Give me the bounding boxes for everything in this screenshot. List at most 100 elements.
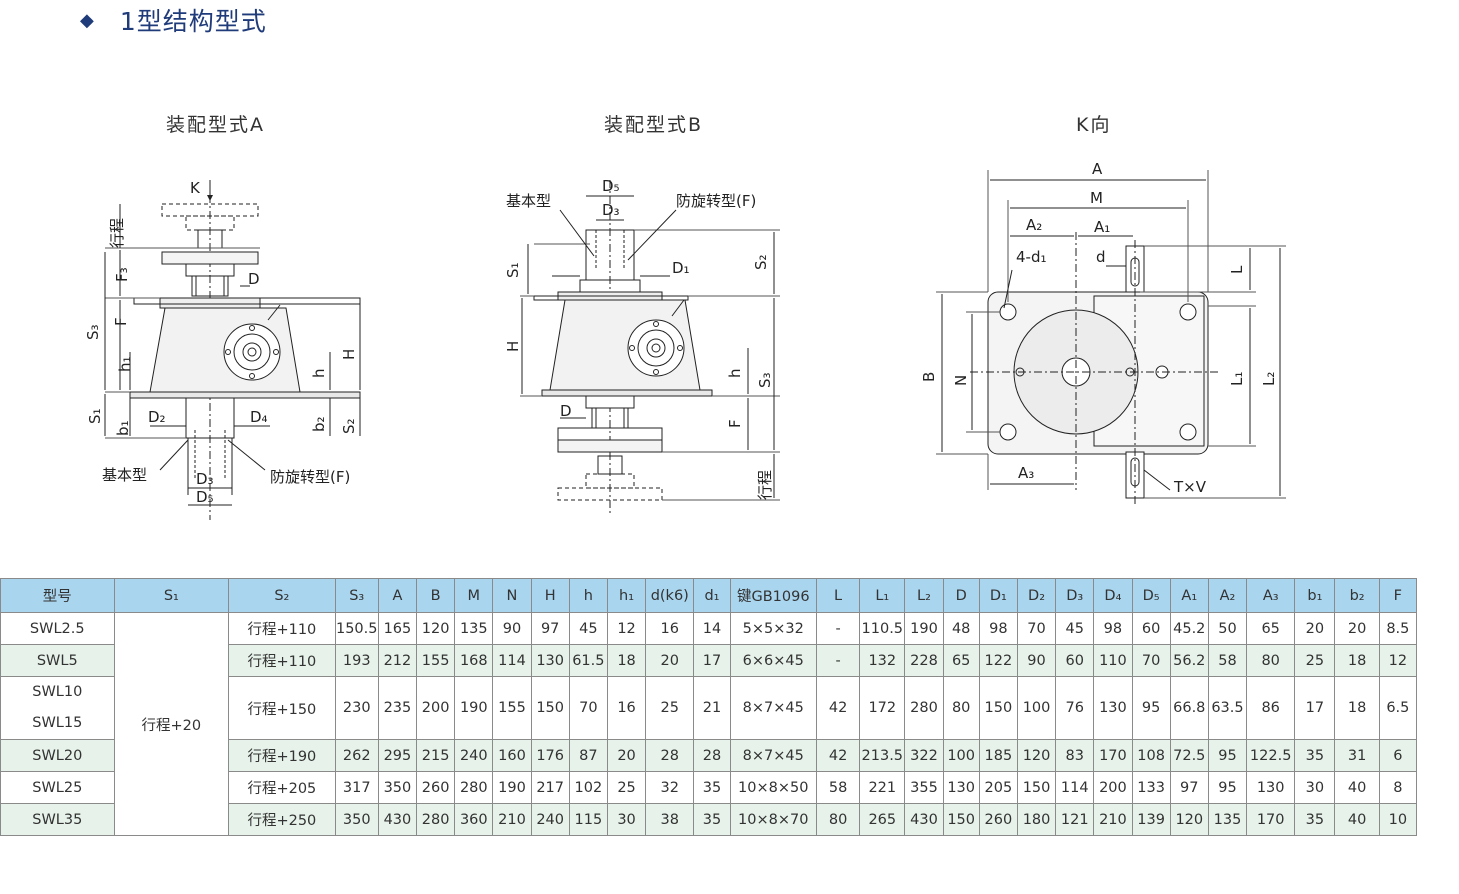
table-cell: 200 xyxy=(416,676,456,740)
column-header: A xyxy=(377,578,418,613)
label-a-d4: D₄ xyxy=(250,408,268,426)
table-cell: 95 xyxy=(1207,771,1248,804)
table-cell: 行程+250 xyxy=(228,803,336,836)
label-b-s1: S₁ xyxy=(504,262,522,278)
label-b-s3: S₃ xyxy=(756,372,774,388)
table-cell: 61.5 xyxy=(568,644,608,677)
table-cell: 28 xyxy=(693,739,731,772)
table-cell: 100 xyxy=(942,739,980,772)
table-cell: 355 xyxy=(904,771,944,804)
table-cell: 21 xyxy=(693,676,731,740)
table-cell: 87 xyxy=(568,739,608,772)
table-cell: 430 xyxy=(377,803,418,836)
caption-assembly-a: 装配型式A xyxy=(166,114,265,136)
table-cell: 行程+110 xyxy=(228,612,336,645)
label-a-d: D xyxy=(248,270,260,288)
table-cell: 20 xyxy=(1294,612,1336,645)
label-b-stroke: 行程 xyxy=(756,470,774,500)
table-cell: 42 xyxy=(815,739,861,772)
table-cell: 135 xyxy=(1207,803,1248,836)
label-a-basic: 基本型 xyxy=(102,466,147,484)
label-k-a: A xyxy=(1092,160,1103,178)
column-header: L₂ xyxy=(904,578,944,613)
table-cell: 215 xyxy=(416,739,456,772)
table-cell: 95 xyxy=(1131,676,1171,740)
table-cell: 120 xyxy=(1169,803,1209,836)
table-cell: 8×7×45 xyxy=(729,739,817,772)
label-a-anti: 防旋转型(F) xyxy=(270,468,350,486)
table-cell: 115 xyxy=(568,803,608,836)
labels-assembly-a: K 行程 F₃ D F S₃ H h₁ h S₁ b₁ D₂ D₄ b₂ S₂ … xyxy=(84,179,358,506)
label-b-d1: D₁ xyxy=(672,259,690,277)
table-cell: 25 xyxy=(606,771,647,804)
label-k-a2: A₂ xyxy=(1026,216,1042,234)
table-cell: 190 xyxy=(454,676,494,740)
table-cell: 190 xyxy=(904,612,944,645)
table-cell: 17 xyxy=(693,644,731,677)
table-cell: 14 xyxy=(693,612,731,645)
table-cell: 170 xyxy=(1093,739,1133,772)
table-cell: 65 xyxy=(942,644,980,677)
table-cell: 150 xyxy=(978,676,1018,740)
column-header: N xyxy=(492,578,532,613)
table-cell: 190 xyxy=(492,771,532,804)
diamond-bullet-icon: ◆ xyxy=(80,9,94,31)
label-a-b1: b₁ xyxy=(114,420,132,436)
column-header: h xyxy=(568,578,608,613)
table-cell: - xyxy=(815,644,861,677)
column-header: 型号 xyxy=(0,578,115,613)
model-cell: SWL35 xyxy=(0,803,115,836)
table-cell: 240 xyxy=(530,803,570,836)
column-header: S₁ xyxy=(113,578,230,613)
table-cell: 20 xyxy=(1334,612,1380,645)
label-a-stroke: 行程 xyxy=(108,218,126,248)
table-cell: 114 xyxy=(492,644,532,677)
column-header: A₁ xyxy=(1169,578,1209,613)
column-header: h₁ xyxy=(606,578,647,613)
table-cell: 10 xyxy=(1378,803,1418,836)
table-cell: 45.2 xyxy=(1169,612,1209,645)
label-k-b: B xyxy=(920,372,938,382)
table-cell: 76 xyxy=(1055,676,1095,740)
table-cell: 35 xyxy=(1294,803,1336,836)
label-b-d3: D₃ xyxy=(602,201,620,219)
label-a-f: F xyxy=(112,317,130,326)
table-cell: 235 xyxy=(377,676,418,740)
table-cell: 102 xyxy=(568,771,608,804)
model-cell: SWL2.5 xyxy=(0,612,115,645)
label-b-anti: 防旋转型(F) xyxy=(676,192,756,210)
column-header: D₄ xyxy=(1093,578,1133,613)
table-cell: 65 xyxy=(1246,612,1296,645)
label-a-s2: S₂ xyxy=(340,418,358,434)
table-cell: 行程+150 xyxy=(228,676,336,740)
table-cell: 86 xyxy=(1246,676,1296,740)
table-cell: 70 xyxy=(1016,612,1057,645)
table-cell: 40 xyxy=(1334,771,1380,804)
column-header: d(k6) xyxy=(645,578,695,613)
model-cell: SWL5 xyxy=(0,644,115,677)
table-cell: 6×6×45 xyxy=(729,644,817,677)
table-cell: 38 xyxy=(645,803,695,836)
table-cell: 100 xyxy=(1016,676,1057,740)
table-cell: 110 xyxy=(1093,644,1133,677)
labels-assembly-b: D₅ D₃ 基本型 防旋转型(F) S₁ D₁ S₂ H h S₃ D F 行程 xyxy=(504,177,774,500)
table-cell: 35 xyxy=(1294,739,1336,772)
table-cell: 8 xyxy=(1378,771,1418,804)
drawing-assembly-a xyxy=(104,180,361,520)
table-cell: 260 xyxy=(978,803,1018,836)
label-k-n: N xyxy=(952,375,970,386)
table-cell: 121 xyxy=(1055,803,1095,836)
column-header: M xyxy=(454,578,494,613)
column-header: D xyxy=(942,578,980,613)
label-b-basic: 基本型 xyxy=(506,192,551,210)
table-cell: 122 xyxy=(978,644,1018,677)
table-cell: 150 xyxy=(1016,771,1057,804)
table-cell: 205 xyxy=(978,771,1018,804)
table-cell: 6 xyxy=(1378,739,1418,772)
